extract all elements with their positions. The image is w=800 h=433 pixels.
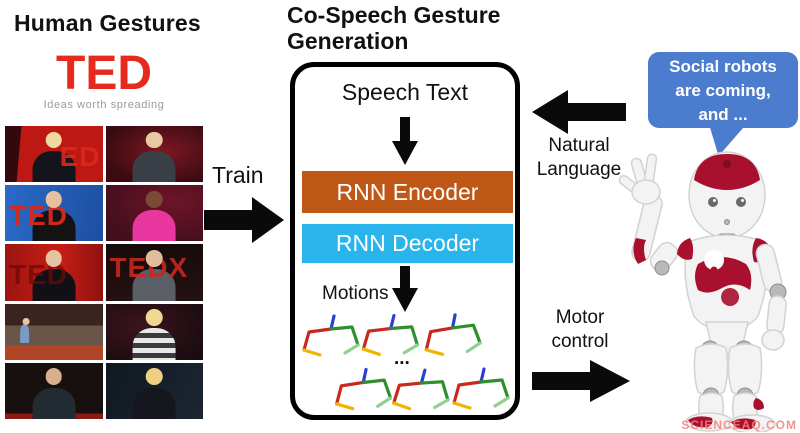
ted-photo: TED [5, 244, 103, 301]
ted-photo: TEDX [105, 244, 203, 301]
ted-photo [105, 362, 203, 419]
ted-logo: TED Ideas worth spreading [0, 50, 208, 111]
skeleton-pose [423, 312, 483, 357]
skeleton-pose [452, 367, 510, 410]
ted-photo [105, 185, 203, 242]
generator-title-line2: Generation [287, 28, 409, 54]
ted-photo [105, 303, 203, 360]
down-arrow-icon [392, 117, 418, 165]
speech-bubble-line3: and ... [698, 105, 748, 124]
motor-control-line2: control [551, 331, 609, 352]
skeleton-pose [334, 367, 393, 411]
speech-bubble: Social robots are coming, and ... [648, 52, 798, 128]
generator-title-line1: Co-Speech Gesture [287, 2, 501, 28]
ted-photo: TED [5, 185, 103, 242]
ted-stage-letters: TED [9, 259, 68, 290]
speech-bubble-line2: are coming, [675, 81, 771, 100]
motor-control-label: Motor control [530, 306, 630, 354]
robot-left-arm [755, 243, 787, 351]
speech-bubble-line1: Social robots [669, 57, 777, 76]
speech-text-label: Speech Text [341, 79, 469, 105]
ted-logo-text: TED [56, 47, 152, 100]
down-arrow-icon [392, 266, 418, 312]
skeleton-pose [391, 367, 451, 412]
motions-label: Motions [322, 283, 389, 304]
motion-skeletons: ... [302, 312, 510, 412]
rnn-decoder-block: RNN Decoder [302, 224, 513, 263]
ted-stage-letters: ED [59, 140, 101, 172]
train-label: Train [212, 162, 264, 188]
natural-language-line2: Language [536, 159, 622, 180]
ted-stage-letters: TED [9, 199, 68, 231]
robot-head [688, 151, 766, 243]
robot-raised-arm [618, 153, 679, 276]
train-arrow-icon [204, 197, 284, 243]
natural-language-label: Natural Language [528, 134, 630, 182]
ted-photo [5, 303, 103, 360]
rnn-encoder-block: RNN Encoder [302, 171, 513, 213]
right-arrow-icon [532, 360, 630, 402]
skeleton-pose [302, 314, 360, 357]
motor-control-line1: Motor [555, 307, 605, 328]
robot-legs [685, 321, 776, 432]
human-gestures-title: Human Gestures [14, 10, 201, 36]
ted-photo [5, 362, 103, 419]
ted-photo [105, 126, 203, 183]
generator-box: Speech Text RNN Encoder RNN Decoder Moti… [290, 62, 520, 420]
watermark: SCIENCEAQ.COM [681, 418, 797, 432]
left-arrow-icon [532, 90, 626, 134]
robot-torso [677, 234, 772, 331]
ted-photo-grid: ED TED TED TEDX [5, 126, 203, 419]
generator-title: Co-Speech Gesture Generation [287, 2, 500, 54]
ted-photo: ED [5, 126, 103, 183]
motion-ellipsis: ... [394, 348, 410, 369]
natural-language-line1: Natural [548, 135, 610, 156]
ted-tagline: Ideas worth spreading [43, 99, 165, 111]
ted-stage-letters: TEDX [109, 252, 189, 284]
nao-robot-image [618, 151, 787, 432]
